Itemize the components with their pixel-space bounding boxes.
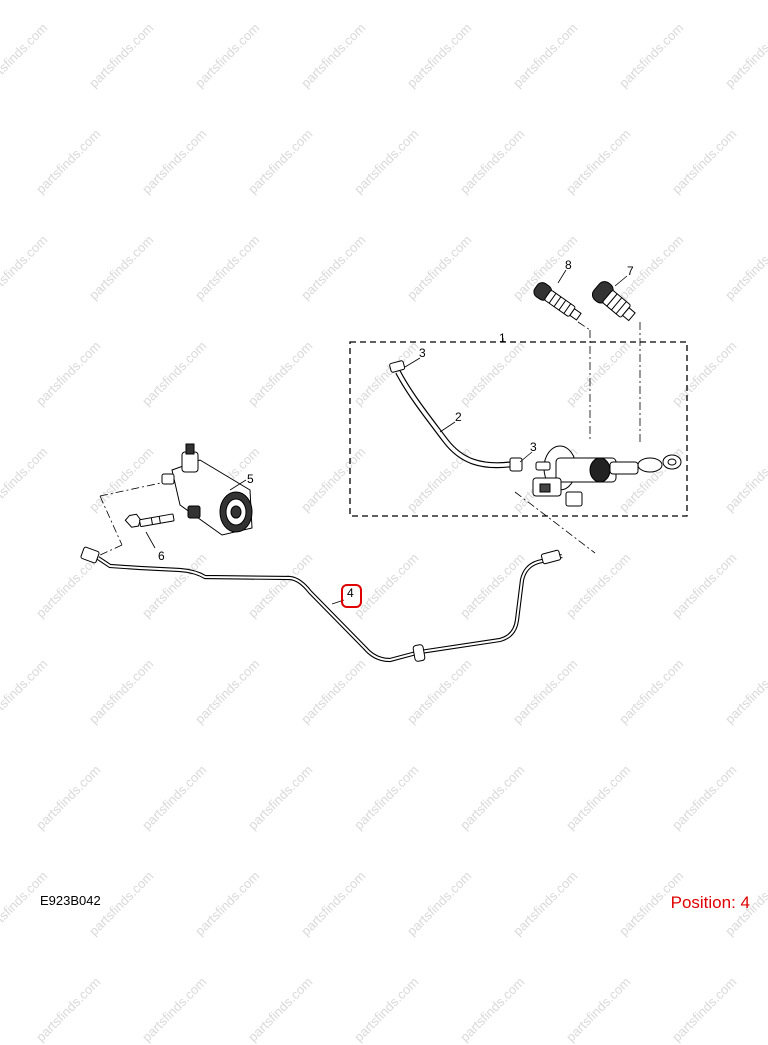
watermark-text: partsfinds.com [563,974,634,1045]
hydraulic-pipe [96,553,563,663]
callout-2: 2 [455,410,462,424]
callout-6: 6 [158,549,165,563]
callout-1: 1 [499,331,506,345]
pipe-end-left [80,546,100,564]
watermark-text: partsfinds.com [457,974,528,1045]
callout-3-bottom: 3 [530,440,537,454]
assembly-box [349,341,688,517]
hose-clip-bottom [509,457,523,472]
watermark-text: partsfinds.com [351,974,422,1045]
pipe-end-right [540,549,562,565]
callout-8: 8 [565,258,572,272]
callout-3-top: 3 [419,346,426,360]
bolt-part-6 [124,513,175,528]
pipe-bracket [412,644,426,662]
watermark-text: partsfinds.com [669,974,740,1045]
leader-to-4-end [514,491,596,554]
master-cylinder [532,445,682,507]
callout-5: 5 [247,472,254,486]
clutch-hydraulic-diagram [80,269,688,663]
callout-4-highlight [341,584,362,608]
callout-4[interactable]: 4 [347,586,354,600]
clip-part-7 [591,281,636,322]
watermark-text: partsfinds.com [139,974,210,1045]
leader-5-left [99,479,176,497]
diagram-code: E923B042 [40,893,101,908]
callout-7: 7 [627,264,634,278]
watermark-text: partsfinds.com [33,974,104,1045]
slave-cylinder [161,443,253,536]
position-label: Position: 4 [670,893,750,912]
pin-part-8 [533,282,582,321]
watermark-text: partsfinds.com [245,974,316,1045]
hose-clip-top [389,360,406,373]
